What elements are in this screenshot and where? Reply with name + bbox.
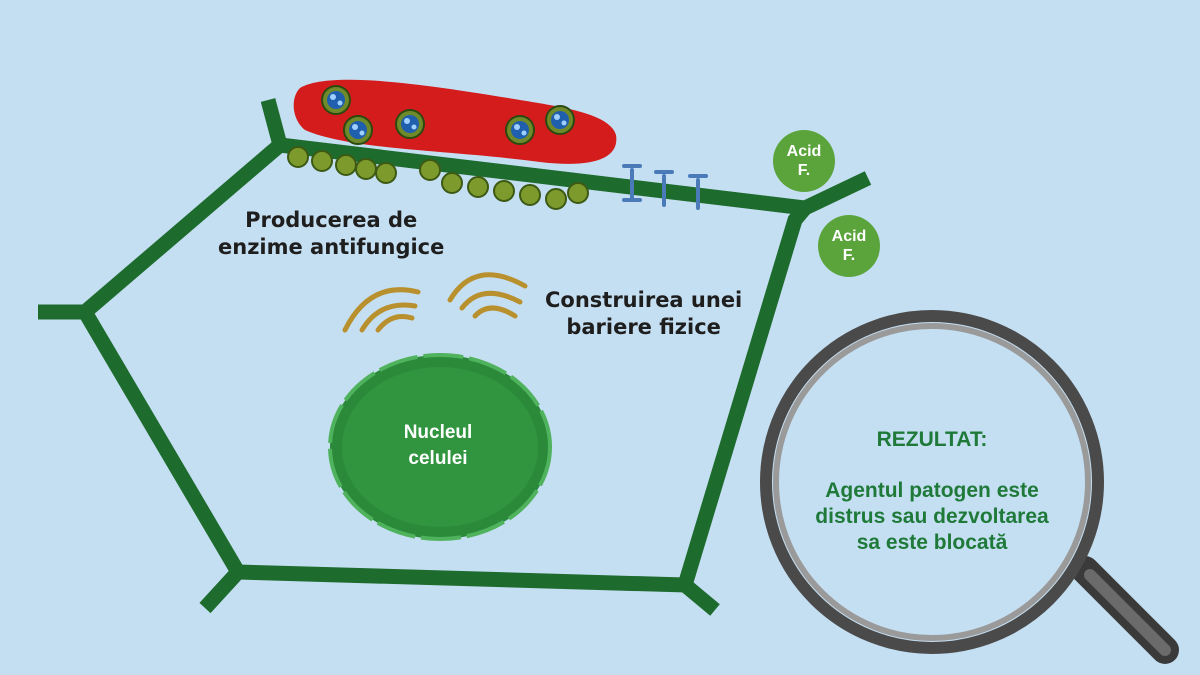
nucleus [328,353,552,541]
cell-wall [38,98,872,616]
magnifier-icon [760,310,1179,664]
enzyme-label: Producerea de enzime antifungice [218,207,444,261]
pathogen-spores [321,85,575,145]
result-text: Agentul patogen este distrus sau dezvolt… [782,478,1082,556]
acid-badge-line1: Acid [831,228,867,245]
acid-badge-line1: Acid [786,143,822,160]
membrane-receptors [622,164,708,210]
acid-badge-line2: F. [797,162,811,179]
result-line2: distrus sau dezvoltarea [815,505,1049,528]
result-title: REZULTAT: [876,428,988,451]
nucleus-label-line1: Nucleul [403,422,473,443]
acid-badge: Acid F. [773,130,835,192]
enzyme-label-line1: Producerea de [245,208,418,232]
nucleus-label-line2: celulei [408,448,468,469]
result-line3: sa este blocată [856,531,1008,554]
barrier-label: Construirea unei bariere fizice [545,287,742,341]
acid-badge: Acid F. [818,215,880,277]
acid-badge-line2: F. [842,247,856,264]
barrier-label-line2: bariere fizice [566,315,721,339]
barrier-label-line1: Construirea unei [545,288,743,312]
result-panel: REZULTAT: Agentul patogen este distrus s… [782,428,1082,556]
result-line1: Agentul patogen este [825,479,1039,502]
pathogen-hypha [293,79,617,164]
signal-waves-right [447,272,528,319]
barrier-deposits [287,146,589,210]
signal-waves-left [342,287,421,333]
nucleus-label: Nucleul celulei [338,420,538,472]
enzyme-label-line2: enzime antifungice [218,235,445,259]
